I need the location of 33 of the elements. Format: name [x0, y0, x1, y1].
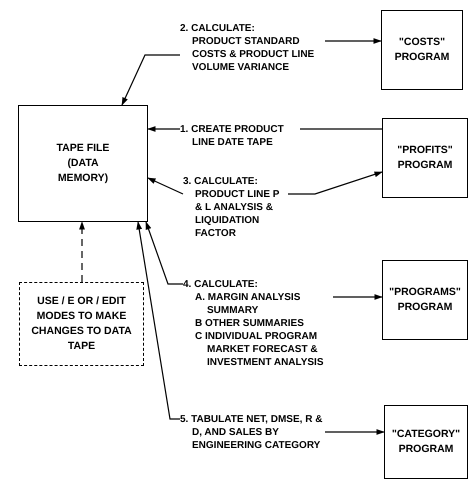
arrow — [147, 126, 180, 132]
arrow — [325, 429, 385, 435]
step-text: 3. CALCULATE: — [183, 175, 259, 188]
program-box — [382, 118, 468, 198]
step-detail: C INDIVIDUAL PROGRAM MARKET FORECAST & INVESTMENT ANALYSIS — [194, 330, 324, 369]
note-box — [19, 282, 144, 366]
step-text: 2. CALCULATE: — [180, 22, 256, 35]
step-detail: PRODUCT STANDARD COSTS & PRODUCT LINE VOLUME VARIANCE — [191, 35, 316, 74]
box-label: "CATEGORY" PROGRAM — [392, 427, 460, 457]
arrow — [145, 221, 183, 285]
arrow — [325, 38, 382, 44]
arrow — [288, 171, 383, 195]
connector-line — [300, 128, 382, 130]
arrow — [333, 294, 383, 300]
step-detail: PRODUCT LINE P & L ANALYSIS & LIQUIDATION FACTOR — [194, 188, 280, 240]
box-label: "COSTS" PROGRAM — [394, 35, 450, 65]
program-box — [382, 260, 468, 340]
arrow — [136, 221, 180, 420]
program-box — [18, 105, 148, 222]
program-box — [381, 10, 463, 90]
step-detail: A. MARGIN ANALYSIS SUMMARY — [194, 291, 302, 317]
step-text: 5. TABULATE NET, DMSE, R & D, AND SALES BY ENGINEERING CATEGORY — [180, 413, 324, 452]
program-box — [384, 405, 468, 479]
step-detail: B OTHER SUMMARIES — [194, 317, 305, 330]
arrow — [121, 54, 180, 106]
step-text: 4. CALCULATE: — [183, 278, 259, 291]
box-label: USE / E OR / EDIT MODES TO MAKE CHANGES TO DATA TAPE — [30, 294, 133, 354]
arrow — [147, 177, 184, 195]
box-label: "PROFITS" PROGRAM — [396, 143, 454, 173]
step-text: 1. CREATE PRODUCT LINE DATE TAPE — [180, 123, 285, 149]
box-label: TAPE FILE (DATA MEMORY) — [56, 141, 110, 186]
arrow — [79, 221, 85, 282]
box-label: "PROGRAMS" PROGRAM — [389, 285, 461, 315]
